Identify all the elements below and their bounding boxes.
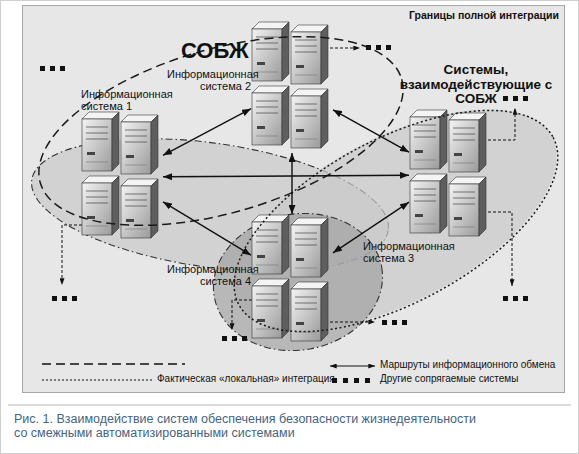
legend-label: Маршруты информационного обмена bbox=[380, 360, 560, 371]
exchange-arrow bbox=[163, 109, 251, 156]
server-node: Информационная система 1 bbox=[83, 113, 161, 241]
node-label: Границы полной интеграции bbox=[353, 10, 559, 21]
exchange-arrow bbox=[163, 202, 251, 255]
group-ellipse: СОБЖИнформационная система 1Информационн… bbox=[31, 26, 411, 236]
legend-dotted-sample bbox=[42, 379, 152, 380]
figure-caption: Рис. 1. Взаимодействие систем обеспечени… bbox=[14, 413, 484, 440]
server-node: Информационная система 2 bbox=[253, 23, 331, 151]
exchange-arrow bbox=[333, 202, 409, 253]
server-stack bbox=[252, 22, 328, 148]
node-label: Информационная система 1 bbox=[81, 89, 193, 113]
node-label: Информационная система 4 bbox=[167, 264, 251, 288]
node-label: Системы, взаимодействующие с СОБЖ bbox=[398, 63, 554, 107]
exchange-arrow bbox=[291, 153, 292, 214]
node-label: Информационная система 3 bbox=[363, 241, 463, 265]
integration-frame: Границы полной интеграцииСОБЖИнформацион… bbox=[22, 5, 565, 393]
ellipse-outline bbox=[18, 0, 425, 261]
exchange-arrow bbox=[163, 175, 409, 177]
legend-dashed-sample bbox=[42, 363, 185, 364]
group-ellipse: Системы, взаимодействующие с СОБЖИнформа… bbox=[226, 96, 566, 346]
server-stack bbox=[410, 110, 486, 236]
exchange-arrow bbox=[333, 110, 409, 152]
server-node: Информационная система 4 bbox=[253, 216, 331, 344]
server-stack bbox=[82, 112, 158, 238]
ellipse-outline bbox=[226, 96, 566, 346]
legend-arrow-sample bbox=[330, 365, 375, 366]
server-node: Информационная система 3 bbox=[411, 111, 489, 239]
ellipse-outline bbox=[200, 65, 579, 377]
caption-separator bbox=[8, 405, 571, 406]
legend-label: Другие сопрягаемые системы bbox=[380, 374, 560, 385]
server-stack bbox=[252, 215, 328, 341]
legend-dots-sample bbox=[332, 378, 370, 383]
node-label: Информационная система 2 bbox=[167, 69, 251, 93]
node-label: СОБЖ bbox=[181, 39, 261, 63]
legend-label: Фактическая «локальная» интеграция bbox=[157, 374, 377, 385]
